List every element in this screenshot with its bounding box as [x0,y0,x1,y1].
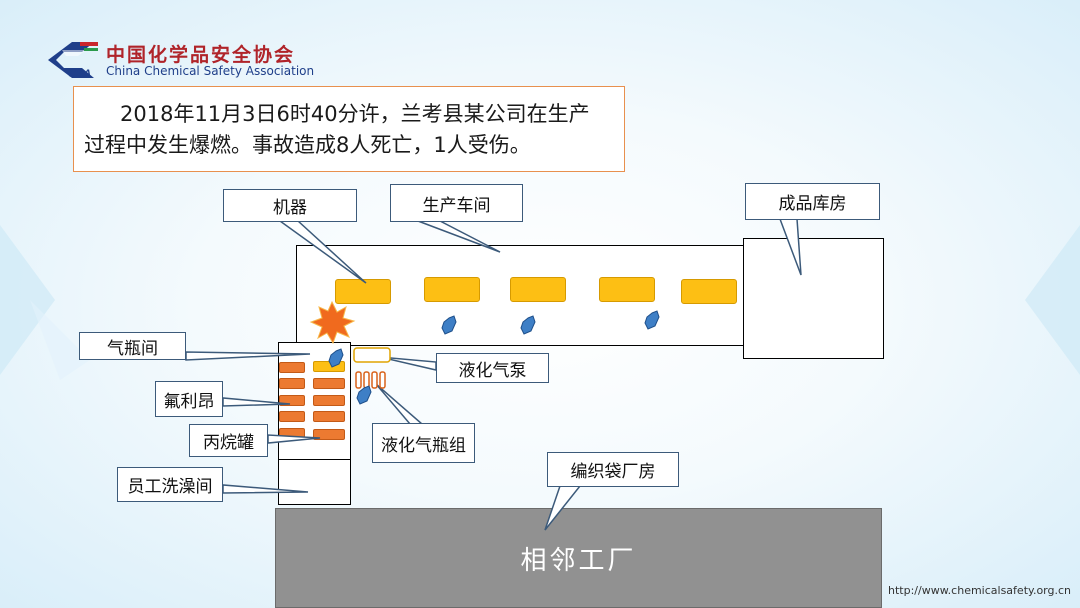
explosion-icon [309,300,356,345]
gas-room-pointer [185,351,311,361]
freon-cylinder [279,378,305,389]
workshop-pointer [417,220,501,253]
propane-tank [313,395,345,406]
callout-propane: 丙烷罐 [189,424,268,457]
machine-3 [510,277,566,302]
neighbor-plant-label: 相邻工厂 [520,545,637,576]
logo-text: CSA [68,68,91,80]
leak-icon [356,385,372,405]
propane-tank [313,378,345,389]
callout-machine: 机器 [223,189,357,222]
leak-icon [644,310,660,330]
summary-line-2: 过程中发生爆燃。事故造成8人死亡，1人受伤。 [84,133,531,157]
gas-pump [353,347,391,363]
machine-4 [599,277,655,302]
freon-cylinder [279,411,305,422]
leak-icon [328,348,344,368]
freon-cylinder [279,362,305,373]
machine-5 [681,279,737,304]
propane-tank [313,429,345,440]
machine-2 [424,277,480,302]
propane-tank [313,411,345,422]
callout-workshop: 生产车间 [390,184,523,222]
callout-pump: 液化气泵 [436,353,549,383]
employee-washroom [278,459,351,505]
cylinder-group-pointer [375,383,425,425]
warehouse-pointer [778,218,802,276]
machine-pointer [277,220,367,284]
washroom-pointer [222,484,309,494]
callout-warehouse: 成品库房 [745,183,880,220]
propane-pointer [267,434,321,444]
callout-washroom: 员工洗澡间 [117,467,223,502]
accident-summary: 2018年11月3日6时40分许，兰考县某公司在生产 过程中发生爆燃。事故造成8… [73,86,625,172]
summary-line-1: 2018年11月3日6时40分许，兰考县某公司在生产 [120,102,590,126]
callout-woven-bag-plant: 编织袋厂房 [547,452,679,487]
gas-cylinder-group [355,371,386,389]
callout-cylinder-group: 液化气瓶组 [372,423,475,463]
csa-logo-icon: CSA [48,42,98,80]
callout-freon: 氟利昂 [155,381,223,417]
freon-cylinder [279,395,305,406]
org-name-en: China Chemical Safety Association [106,64,315,78]
callout-gas-room: 气瓶间 [79,332,186,360]
woven-bag-pointer [544,485,582,531]
neighbor-plant: 相邻工厂 [275,508,882,608]
leak-icon [441,315,457,335]
finished-goods-warehouse [743,238,884,359]
org-name-cn: 中国化学品安全协会 [106,44,296,66]
freon-pointer [222,397,291,407]
leak-icon [520,315,536,335]
footer-url: http://www.chemicalsafety.org.cn [888,584,1071,597]
